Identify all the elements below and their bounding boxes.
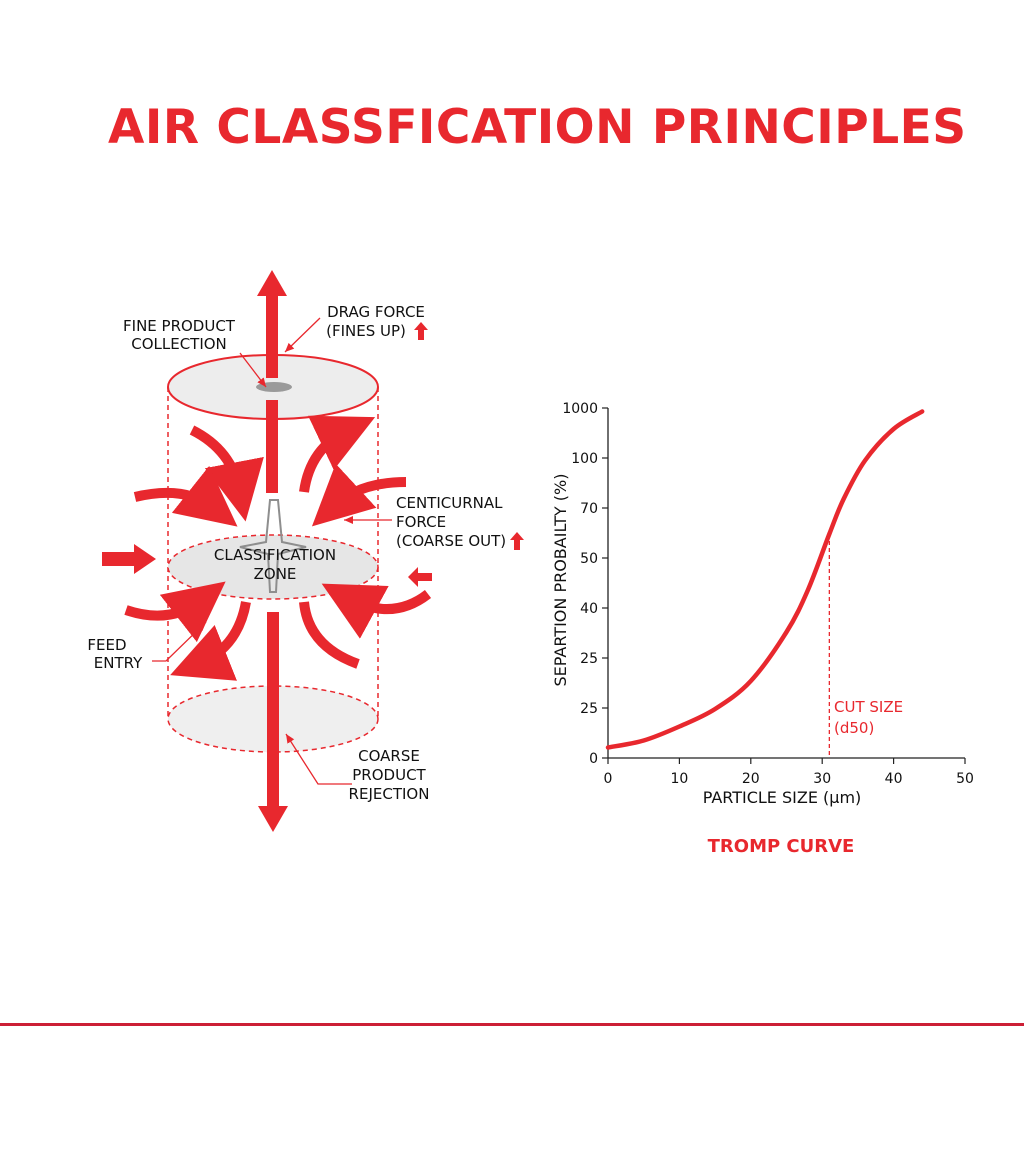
leader-lines (152, 317, 392, 785)
y-tick-label: 40 (580, 601, 598, 617)
classification-zone-label-line2: ZONE (254, 565, 297, 583)
y-axis-title: SEPARTION PROBAILTY (%) (551, 474, 570, 687)
drag-force-up-icon (414, 322, 428, 340)
vortex-arrow-bottom-right (299, 601, 360, 669)
footer-rule (0, 1023, 1024, 1026)
vortex-arrow-mid-right (311, 463, 407, 527)
x-axis-title: PARTICLE SIZE (μm) (703, 788, 862, 807)
drag-force-label-line2: (FINES UP) (326, 322, 406, 340)
fine-product-label-line1: FINE PRODUCT (123, 317, 236, 335)
feed-arrows (102, 544, 432, 587)
feed-arrow-right (408, 567, 432, 587)
leader-drag-force (284, 317, 321, 353)
y-tick-label: 1000 (562, 401, 598, 417)
coarse-product-label-line1: COARSE (358, 747, 420, 765)
coarse-down-arrowhead (258, 806, 288, 832)
y-tick-label: 25 (580, 651, 598, 667)
vertical-flow (257, 270, 288, 832)
fines-up-arrowhead (257, 270, 287, 296)
chart-title: TROMP CURVE (708, 836, 855, 857)
x-tick-label: 30 (813, 771, 831, 787)
centrifugal-label-line3: (COARSE OUT) (396, 532, 506, 550)
x-tick-label: 40 (885, 771, 903, 787)
x-tick-label: 10 (670, 771, 688, 787)
leader-coarse (285, 733, 352, 785)
x-tick-label: 20 (742, 771, 760, 787)
y-tick-label: 100 (571, 451, 598, 467)
y-tick-label: 0 (589, 751, 598, 767)
leader-fine-product (239, 352, 267, 388)
drag-force-label-line1: DRAG FORCE (327, 303, 425, 321)
x-tick-label: 0 (604, 771, 613, 787)
vortex-arrow-low-left (124, 581, 226, 643)
coarse-out-up-icon (510, 532, 524, 550)
vortex-arrow-low-right (321, 583, 432, 639)
coarse-product-label-line2: PRODUCT (352, 766, 426, 784)
leader-feed (152, 621, 207, 662)
tromp-curve-line (605, 409, 925, 750)
vortex-arrow-top-left (189, 425, 264, 522)
x-tick-label: 50 (956, 771, 974, 787)
vortex-arrows (124, 415, 432, 681)
y-tick-label: 50 (580, 551, 598, 567)
fine-product-label-line2: COLLECTION (131, 335, 227, 353)
vortex-arrow-top-right (299, 415, 376, 493)
classification-zone-label-line1: CLASSIFICATION (214, 546, 336, 564)
centrifugal-label-line1: CENTICURNAL (396, 494, 503, 512)
coarse-product-label-line3: REJECTION (349, 785, 430, 803)
fine-outlet-hole (256, 382, 292, 392)
feed-entry-label-line1: FEED (87, 636, 126, 654)
cut-size-label: CUT SIZE (834, 698, 903, 716)
feed-arrow-left (102, 544, 156, 574)
vortex-arrow-bottom-left (170, 601, 251, 681)
y-tick-label: 25 (580, 701, 598, 717)
vortex-arrow-mid-left (133, 465, 238, 527)
y-tick-label: 70 (580, 501, 598, 517)
centrifugal-label-line2: FORCE (396, 513, 446, 531)
page-title: AIR CLASSFICATION PRINCIPLES (108, 100, 967, 155)
y-axis-ticks: 0 25 25 40 50 70 100 1000 (562, 401, 608, 767)
rotor-icon (239, 499, 307, 593)
cut-size-d50-label: (d50) (834, 719, 874, 737)
feed-entry-label-line2: ENTRY (94, 654, 143, 672)
x-axis-ticks: 0 10 20 30 40 50 (604, 758, 974, 787)
